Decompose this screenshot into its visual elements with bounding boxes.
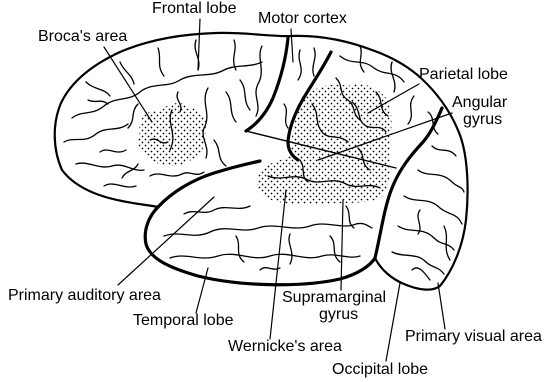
- sulcus: [298, 50, 301, 80]
- label-supramarginal-gyrus-line2: gyrus: [319, 306, 358, 324]
- sulcus: [158, 48, 164, 76]
- label-supramarginal-gyrus-line1: Supramarginal: [282, 289, 386, 307]
- leader-line-wernickes-area: [270, 190, 286, 339]
- label-primary-visual-area: Primary visual area: [405, 328, 542, 346]
- sulcus: [391, 62, 395, 92]
- label-angular-gyrus-line1: Angular: [452, 94, 507, 112]
- sulcus: [88, 100, 108, 104]
- leader-line-supramarginal-gyrus: [341, 200, 343, 290]
- sulcus: [284, 104, 288, 128]
- sulcus: [164, 223, 372, 236]
- wernicke-supramarginal-angular-region: [257, 84, 392, 204]
- label-temporal-lobe: Temporal lobe: [133, 312, 234, 330]
- sulcus: [234, 40, 236, 70]
- leader-line-brocas-area: [104, 47, 152, 122]
- sulcus: [120, 62, 134, 84]
- sulcus: [128, 104, 138, 128]
- temporal-lobe-sulci: [164, 206, 372, 270]
- label-wernickes-area: Wernicke's area: [228, 338, 342, 356]
- temporal-lobe-boundary: [145, 207, 375, 285]
- leader-line-occipital-lobe: [386, 283, 400, 361]
- sulcus: [432, 146, 456, 156]
- sulcus: [404, 196, 462, 224]
- label-primary-auditory-area: Primary auditory area: [8, 287, 161, 305]
- sulcus: [214, 140, 226, 166]
- sylvian-fissure: [158, 161, 260, 207]
- label-occipital-lobe: Occipital lobe: [332, 361, 428, 379]
- sulcus: [444, 226, 450, 260]
- sulcus: [408, 96, 414, 124]
- label-frontal-lobe: Frontal lobe: [152, 0, 237, 18]
- sulcus: [86, 82, 110, 96]
- sulcus: [240, 80, 250, 110]
- label-motor-cortex: Motor cortex: [258, 10, 347, 28]
- label-brocas-area: Broca's area: [38, 28, 127, 46]
- sulcus: [313, 48, 315, 76]
- leader-line-motor-cortex: [291, 29, 293, 62]
- precentral-sulcus: [246, 38, 288, 131]
- sulcus: [412, 268, 430, 280]
- leader-line-primary-visual-area: [438, 283, 445, 329]
- sulcus: [100, 150, 126, 152]
- label-parietal-lobe: Parietal lobe: [419, 66, 508, 84]
- sulcus: [170, 254, 360, 258]
- frontal-lobe-underside: [62, 170, 158, 207]
- sulcus: [150, 172, 204, 176]
- sulcus: [104, 184, 136, 187]
- sulcus: [236, 236, 244, 262]
- leader-line-primary-auditory-area: [118, 197, 214, 285]
- sulcus: [418, 170, 464, 192]
- sulcus: [330, 236, 340, 262]
- sulcus: [392, 252, 444, 274]
- sulcus: [289, 234, 292, 264]
- sulcus: [360, 46, 364, 72]
- sulcus: [184, 206, 250, 214]
- label-angular-gyrus-line2: gyrus: [463, 111, 502, 129]
- sulcus: [226, 92, 236, 122]
- sulcus: [64, 124, 128, 142]
- sulcus: [256, 46, 262, 116]
